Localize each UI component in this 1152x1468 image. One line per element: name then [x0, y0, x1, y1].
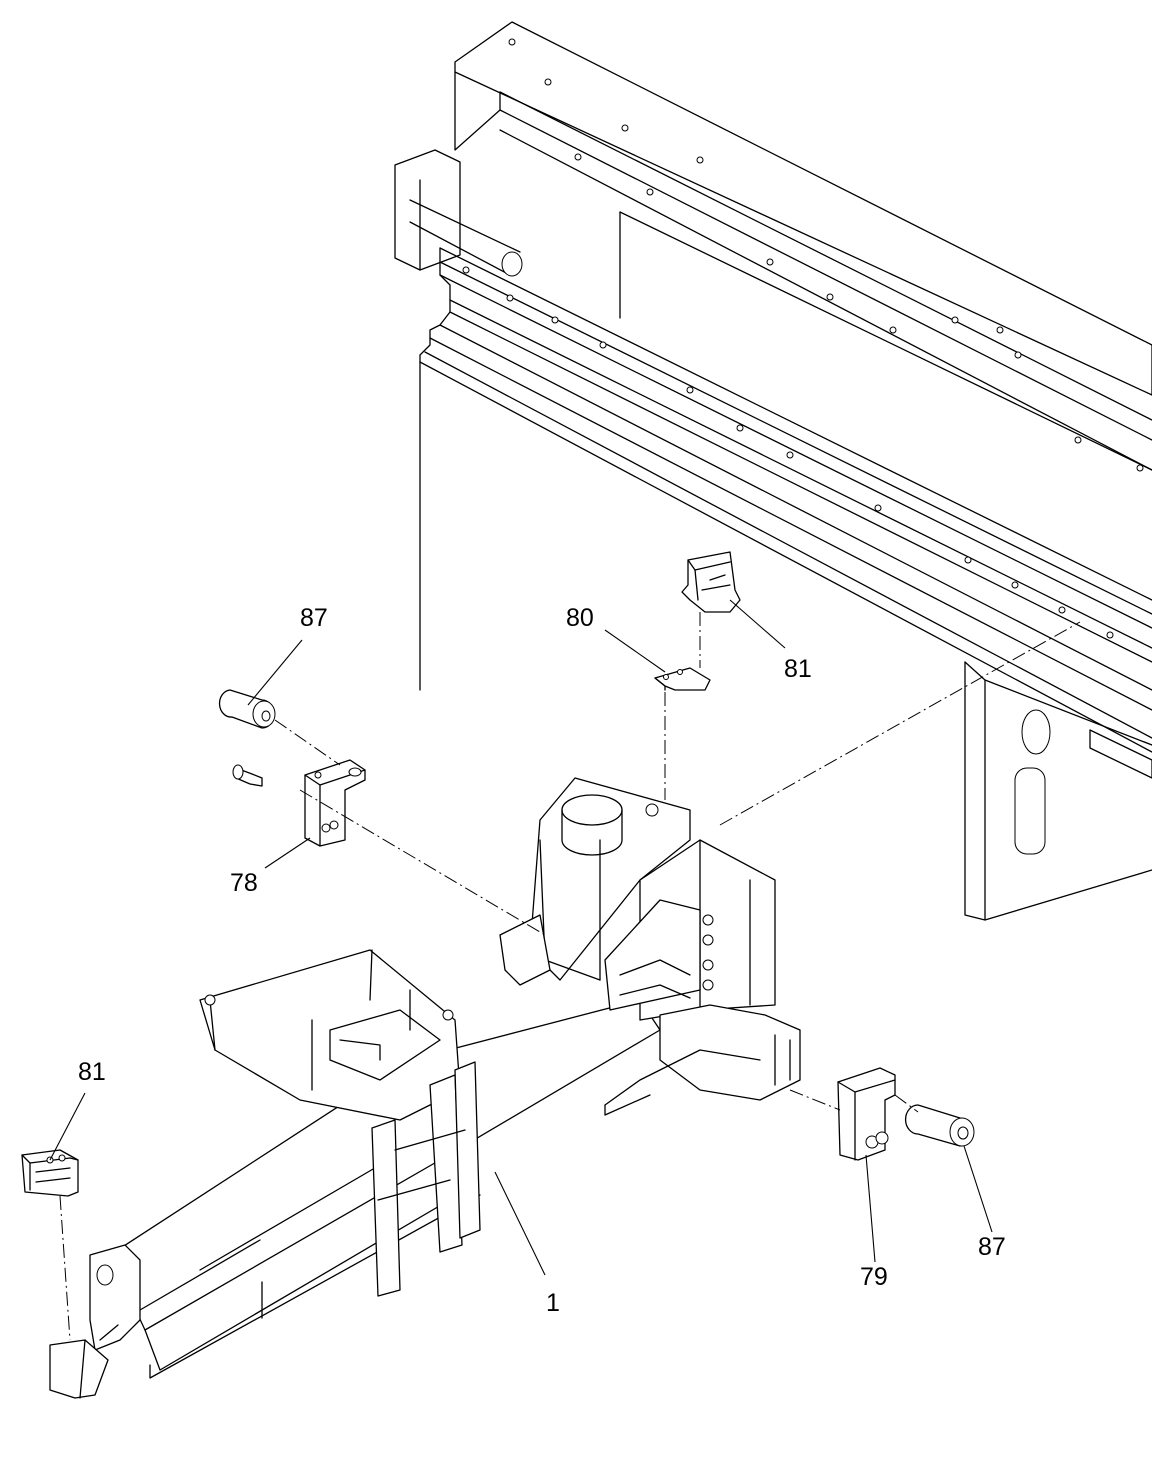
part-80-plate — [654, 667, 711, 691]
callout-80: 80 — [566, 604, 594, 632]
leader-lines — [49, 599, 993, 1276]
callout-87-upper: 87 — [300, 604, 328, 632]
machine-frame — [394, 21, 1152, 921]
callout-87-lower: 87 — [978, 1233, 1006, 1261]
part-81-bracket-lower — [21, 1149, 79, 1197]
part-87-roller-lower — [904, 1104, 975, 1147]
part-78-bracket — [304, 759, 366, 847]
callout-79: 79 — [860, 1263, 888, 1291]
part-87-roller-upper — [218, 689, 276, 729]
part-79-bracket — [837, 1067, 896, 1161]
bolt — [232, 764, 263, 787]
assembly-centerlines — [59, 612, 1081, 1341]
callout-1: 1 — [546, 1289, 560, 1317]
carriage-assembly — [49, 777, 801, 1399]
callout-81-lower: 81 — [78, 1058, 106, 1086]
callout-81-upper: 81 — [784, 655, 812, 683]
callout-78: 78 — [230, 869, 258, 897]
callout-labels: 87 80 81 78 81 79 87 1 — [78, 604, 1006, 1317]
part-81-bracket-upper — [681, 551, 741, 613]
